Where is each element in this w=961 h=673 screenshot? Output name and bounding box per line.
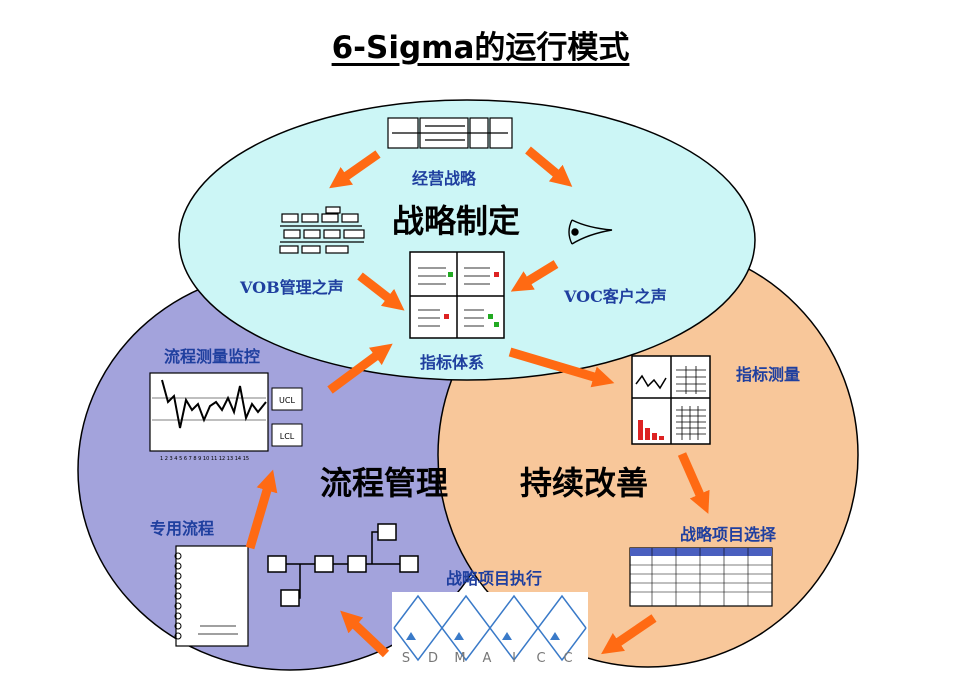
dmaic-diagram bbox=[392, 592, 588, 666]
project-execute-label: 战略项目执行 bbox=[446, 569, 542, 588]
top-circle bbox=[178, 99, 756, 381]
dmaic-letter: A bbox=[483, 651, 492, 666]
strategy-circle-label: 战略制定 bbox=[392, 202, 520, 240]
notebook-icon bbox=[174, 545, 249, 647]
vob-label: VOB管理之声 bbox=[239, 278, 344, 297]
dmaic-letter: C bbox=[536, 651, 545, 666]
dmaic-letter: C bbox=[563, 651, 572, 666]
kpi-system-label: 指标体系 bbox=[420, 353, 484, 372]
project-table-icon bbox=[629, 547, 773, 607]
voc-eye-icon bbox=[568, 219, 613, 245]
dmaic-letter: I bbox=[512, 651, 516, 666]
ucl-box: UCL bbox=[271, 387, 303, 411]
strategy-flowchart-icon bbox=[387, 117, 513, 149]
dedicated-process-label: 专用流程 bbox=[150, 519, 214, 538]
kpi-measure-label: 指标测量 bbox=[736, 365, 800, 384]
vob-flow-icon bbox=[279, 206, 365, 254]
control-chart-icon: 1 2 3 4 5 6 7 8 9 10 11 12 13 14 15 bbox=[149, 372, 269, 462]
business-strategy-label: 经营战略 bbox=[412, 169, 477, 188]
dmaic-letter: S bbox=[402, 651, 410, 666]
metrics-dashboard-icon bbox=[631, 355, 711, 445]
process-flow-icon bbox=[267, 523, 419, 607]
kpi-dashboard-icon bbox=[409, 251, 505, 339]
ucl-label: UCL bbox=[279, 396, 295, 405]
svg-text:1 2 3 4 5 6 7 8 9 10 11 12 13: 1 2 3 4 5 6 7 8 9 10 11 12 13 14 15 bbox=[160, 456, 249, 462]
voc-label: VOC客户之声 bbox=[563, 287, 667, 306]
dmaic-letter: M bbox=[454, 651, 465, 666]
page-title: 6-Sigma的运行模式 bbox=[331, 30, 630, 66]
process-monitor-label: 流程测量监控 bbox=[164, 347, 260, 366]
lcl-box: LCL bbox=[271, 423, 303, 447]
dmaic-letter: D bbox=[428, 651, 438, 666]
lcl-label: LCL bbox=[280, 432, 295, 441]
improve-circle-label: 持续改善 bbox=[520, 464, 648, 502]
flow-arrows bbox=[245, 146, 710, 658]
project-select-label: 战略项目选择 bbox=[680, 525, 777, 544]
process-circle-label: 流程管理 bbox=[320, 464, 448, 502]
